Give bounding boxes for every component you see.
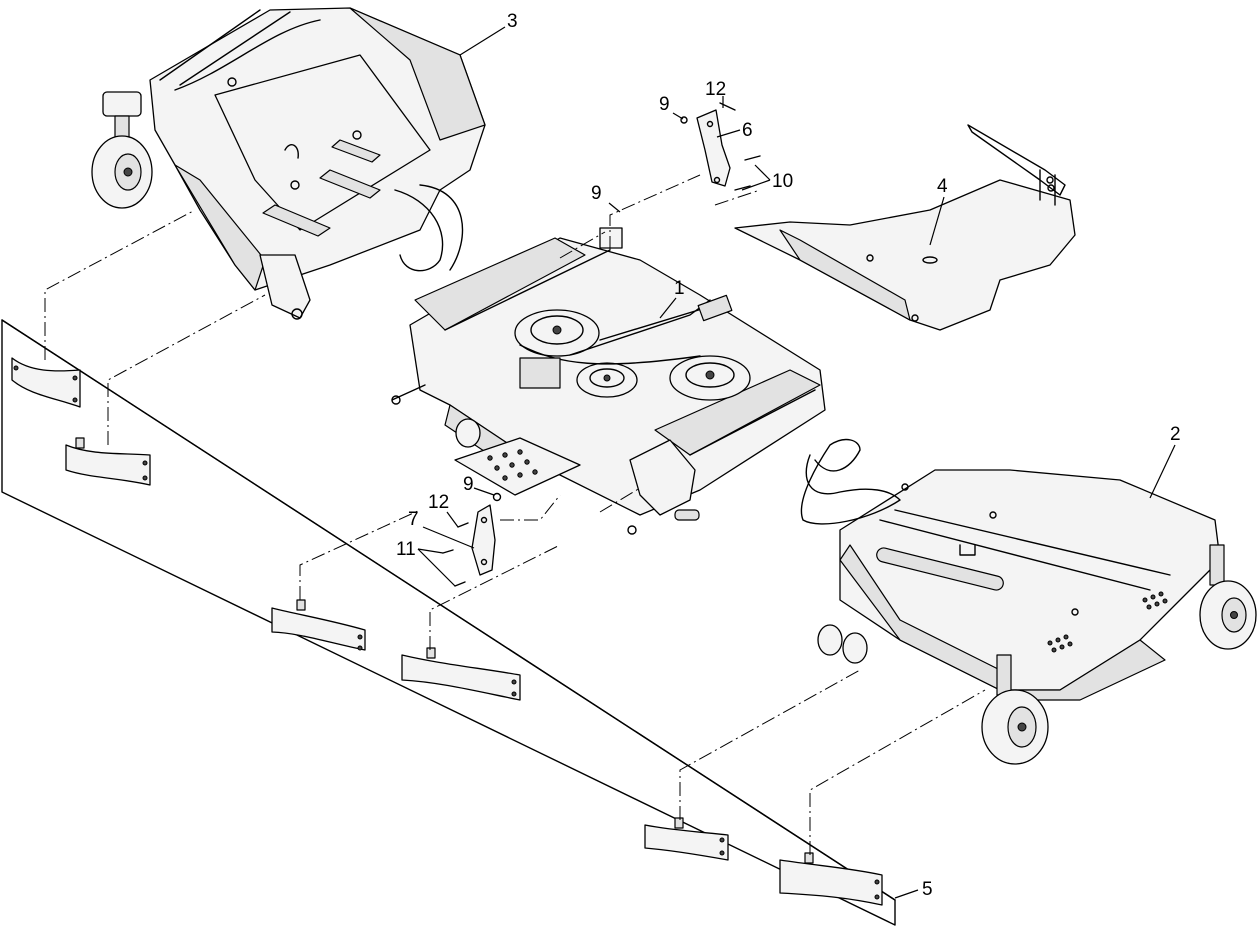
part-5-brackets (11, 357, 883, 906)
callout-3: 3 (507, 11, 518, 32)
part-7-bracket (442, 492, 502, 587)
kit-panel-part-5 (1, 319, 896, 926)
bracket-piece (11, 357, 81, 408)
callout-9-lower: 9 (463, 474, 474, 495)
bracket-piece (65, 437, 151, 486)
bracket-piece (779, 852, 883, 906)
part-1-center-deck (391, 227, 826, 535)
bracket-piece (271, 599, 366, 651)
callout-7: 7 (408, 509, 419, 530)
foot-plate-holes (487, 449, 538, 481)
callout-6: 6 (742, 120, 753, 141)
callout-1: 1 (674, 278, 685, 299)
callout-4: 4 (937, 176, 948, 197)
callout-9-top: 9 (659, 94, 670, 115)
callout-2: 2 (1170, 424, 1181, 445)
bracket-piece (401, 647, 521, 701)
callout-5: 5 (922, 879, 933, 900)
bracket-piece (644, 817, 729, 861)
part-3-side-deck (91, 7, 486, 320)
assembly-dashed-lines (44, 174, 986, 855)
callout-9-center: 9 (591, 183, 602, 204)
callout-11: 11 (396, 539, 416, 560)
callout-12-lower: 12 (428, 492, 449, 513)
part-4-shield (734, 124, 1076, 331)
callout-12-top: 12 (705, 79, 726, 100)
part-6-bracket (680, 102, 761, 191)
deck-2-vent-holes (1047, 591, 1168, 653)
callout-10: 10 (772, 171, 793, 192)
callout-labels: 3 12 9 6 10 4 9 1 2 9 12 7 11 5 (396, 11, 1181, 900)
part-2-side-deck (800, 438, 1257, 765)
leader-lines (417, 26, 1176, 899)
